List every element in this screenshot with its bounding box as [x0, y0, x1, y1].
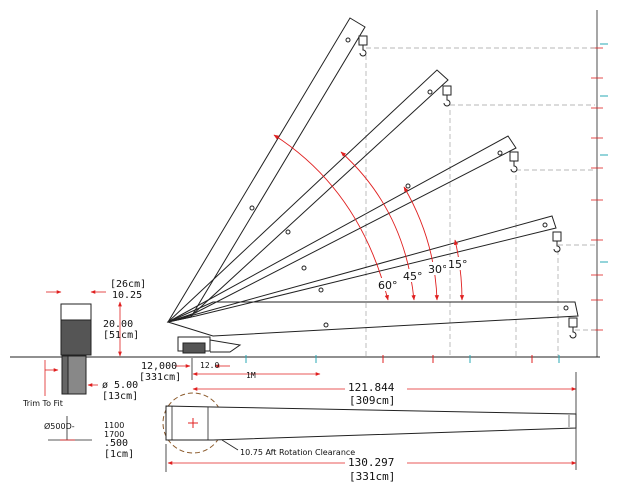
post-diameter-cm: [13cm] — [102, 391, 138, 402]
boom-positions — [166, 17, 579, 337]
hook-icon — [442, 85, 452, 107]
boom-reach-in: 121.844 — [348, 381, 395, 394]
trim-to-fit-label: Trim To Fit — [22, 399, 63, 408]
mast-height-cm: [51cm] — [103, 330, 139, 341]
right-height-scale — [591, 10, 608, 357]
post-diameter-in: ø 5.00 — [102, 380, 138, 391]
angle-label-15: 15° — [448, 258, 468, 271]
hook-icons — [358, 35, 578, 339]
mast-height-in: 20.00 — [103, 319, 133, 330]
hook-height-guides — [366, 47, 595, 331]
pivot-offset-cm: [331cm] — [139, 372, 181, 383]
base-plate-thickness-cm: [1cm] — [104, 449, 134, 460]
base-plate-bolt-label: Ø500D- — [44, 421, 75, 431]
hook-reach-guides — [365, 55, 559, 357]
angle-labels: 60° 45° 30° 15° — [376, 257, 468, 292]
pivot-offset-dimensions — [175, 358, 321, 380]
angle-label-45: 45° — [403, 270, 423, 283]
mast-width-cm: [26cm] — [110, 279, 146, 290]
scale-1m-label: 1M — [246, 371, 256, 380]
mast — [60, 303, 92, 395]
pivot-offset-small: 12.0 — [200, 361, 219, 370]
aft-rotation-clearance-note: 10.75 Aft Rotation Clearance — [240, 448, 355, 457]
angle-arcs — [273, 134, 465, 301]
base-plate-spec-bottom: 1700 — [104, 430, 124, 439]
base-plate-thickness-in: .500 — [104, 438, 128, 449]
boom-plan-view — [162, 392, 577, 454]
angle-label-30: 30° — [428, 263, 448, 276]
hook-icon — [552, 231, 562, 253]
base-plate-spec-top: 1100 — [104, 421, 124, 430]
boom-overall-cm: [331cm] — [349, 470, 395, 483]
base-plate-detail — [48, 416, 92, 441]
boom-overall-in: 130.297 — [348, 456, 394, 469]
mast-width-in: 10.25 — [112, 290, 142, 301]
hook-icon — [358, 35, 368, 57]
boom-reach-cm: [309cm] — [349, 394, 395, 407]
boom-45 — [167, 135, 517, 323]
hook-icon — [509, 151, 519, 173]
angle-label-60: 60° — [378, 279, 398, 292]
mast-dimensions — [44, 290, 122, 396]
boom-60 — [167, 69, 449, 323]
hook-icon — [568, 317, 578, 339]
ground-ticks — [245, 355, 560, 363]
pivot-offset-in: 12,000 — [141, 361, 177, 372]
pivot-pedestal — [177, 336, 242, 354]
